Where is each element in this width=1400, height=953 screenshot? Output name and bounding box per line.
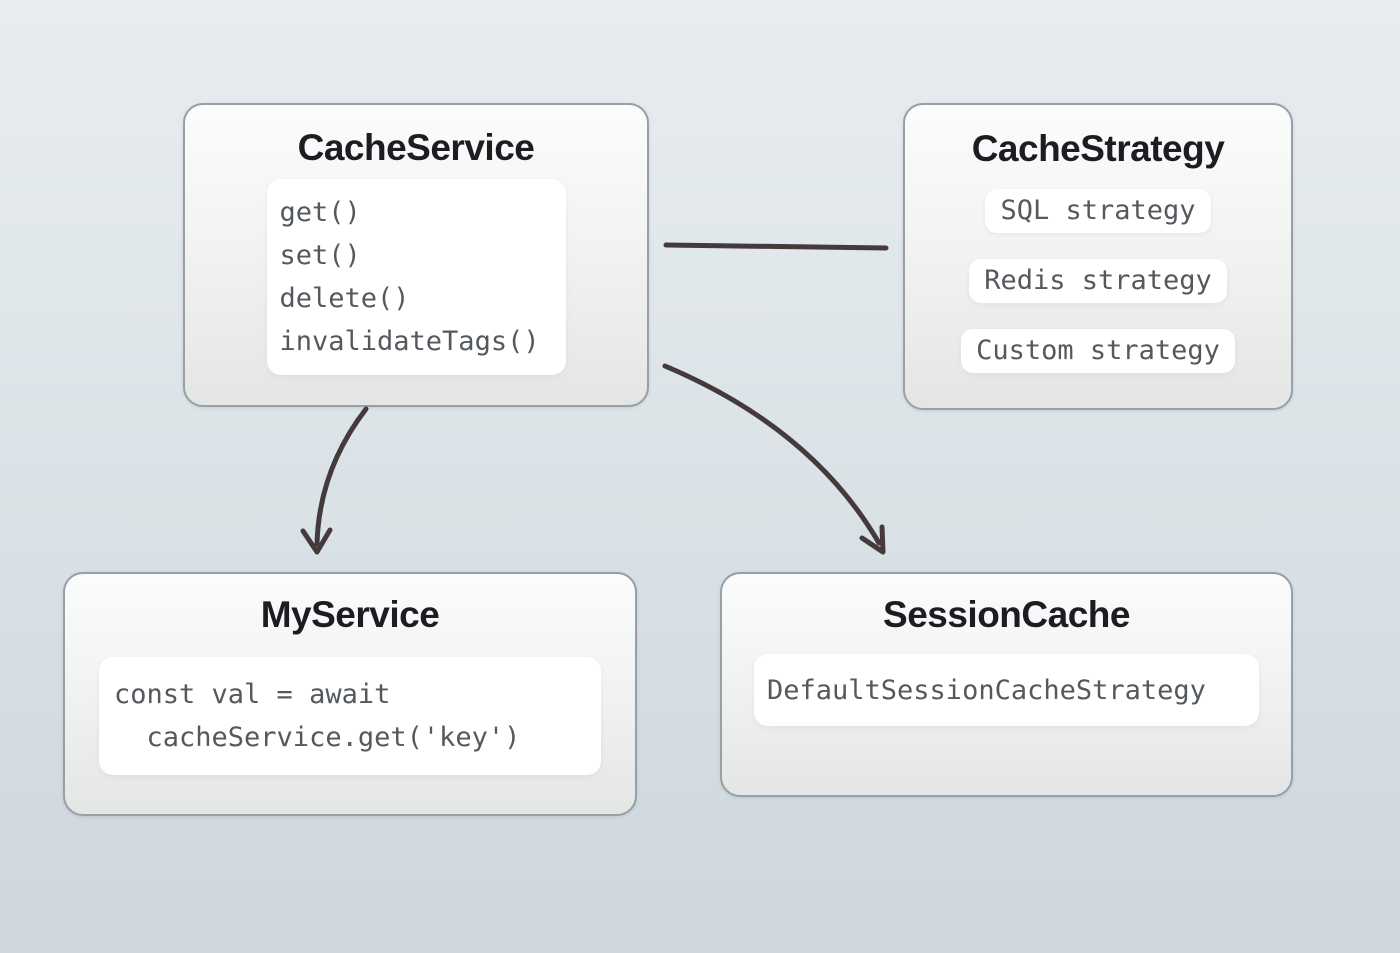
- cache-service-title: CacheService: [297, 127, 535, 168]
- code-line: cacheService.get('key'): [114, 722, 521, 753]
- strategy-pill: Redis strategy: [969, 259, 1227, 303]
- cache-strategy-title: CacheStrategy: [971, 128, 1225, 169]
- edge-cacheservice-cachestrategy: [663, 242, 889, 251]
- strategy-pill: SQL strategy: [985, 189, 1211, 233]
- method-line: set(): [279, 240, 361, 271]
- edge-cacheservice-myservice: [300, 406, 369, 555]
- node-cache-strategy: CacheStrategy SQL strategy Redis strateg…: [903, 103, 1293, 410]
- node-cache-service: CacheService get() set() delete() invali…: [183, 103, 649, 407]
- my-service-code-panel: const val = await cacheService.get('key'…: [99, 657, 601, 775]
- my-service-title: MyService: [260, 594, 440, 635]
- code-line: const val = await: [114, 679, 391, 710]
- arrowhead-icon: [300, 527, 333, 555]
- strategy-pill-stack: SQL strategy Redis strategy Custom strat…: [905, 189, 1291, 373]
- strategy-pill: Custom strategy: [961, 329, 1235, 373]
- node-session-cache: SessionCache DefaultSessionCacheStrategy: [720, 572, 1293, 797]
- edge-cacheservice-sessioncache: [662, 363, 886, 555]
- method-line: get(): [279, 197, 361, 228]
- node-my-service: MyService const val = await cacheService…: [63, 572, 637, 816]
- method-line: delete(): [279, 283, 410, 314]
- arrowhead-icon: [859, 524, 886, 555]
- session-cache-strategy-value: DefaultSessionCacheStrategy: [767, 674, 1206, 706]
- session-cache-title: SessionCache: [883, 594, 1130, 635]
- method-line: invalidateTags(): [279, 326, 540, 357]
- cache-service-methods-panel: get() set() delete() invalidateTags(): [266, 179, 566, 375]
- session-cache-strategy-panel: DefaultSessionCacheStrategy: [754, 654, 1259, 726]
